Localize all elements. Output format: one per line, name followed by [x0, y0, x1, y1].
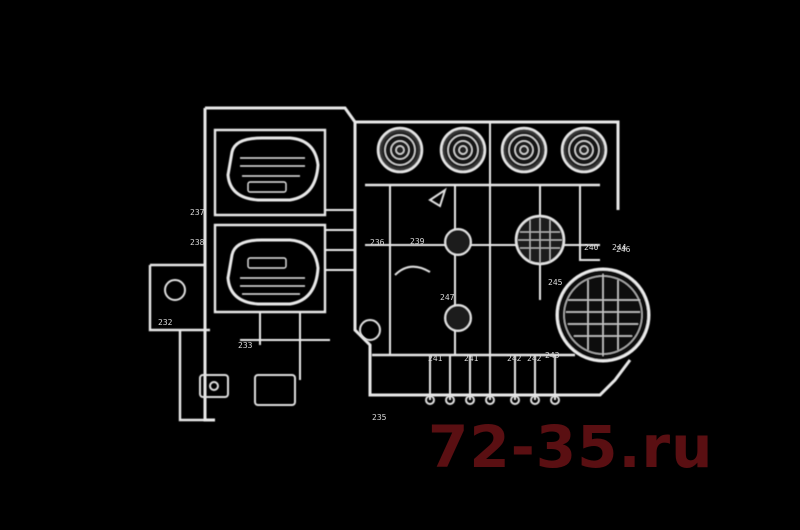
part-number-241a: 241 — [428, 354, 443, 363]
mesh-discs — [444, 214, 566, 332]
part-number-242b: 242 — [527, 354, 542, 363]
part-number-233: 233 — [238, 341, 253, 350]
part-number-235: 235 — [372, 413, 387, 422]
part-number-245: 245 — [548, 278, 563, 287]
part-number-241b: 241 — [464, 354, 479, 363]
headlamp-housing-upper — [226, 136, 320, 202]
part-number-243: 243 — [545, 351, 560, 360]
headlamp-housing-lower — [226, 238, 320, 306]
large-lamp-lens — [555, 267, 651, 363]
part-number-232: 232 — [158, 318, 173, 327]
lens-2 — [439, 126, 487, 174]
lens-3 — [500, 126, 548, 174]
part-number-247: 247 — [440, 293, 455, 302]
part-number-242a: 242 — [507, 354, 522, 363]
part-number-238: 238 — [190, 238, 205, 247]
lens-row — [376, 126, 608, 174]
small-parts — [164, 187, 560, 406]
part-number-240: 240 — [584, 243, 599, 252]
part-number-237: 237 — [190, 208, 205, 217]
part-number-246: 246 — [616, 245, 631, 254]
watermark-text: 72-35.ru — [428, 413, 714, 481]
part-number-236: 236 — [370, 238, 385, 247]
lens-1 — [376, 126, 424, 174]
part-number-239: 239 — [410, 237, 425, 246]
lens-4 — [560, 126, 608, 174]
part-number-244: 244 — [612, 243, 627, 252]
part-number-tags: 239 240 241 241 242 242 243 244 245 246 … — [158, 208, 631, 422]
